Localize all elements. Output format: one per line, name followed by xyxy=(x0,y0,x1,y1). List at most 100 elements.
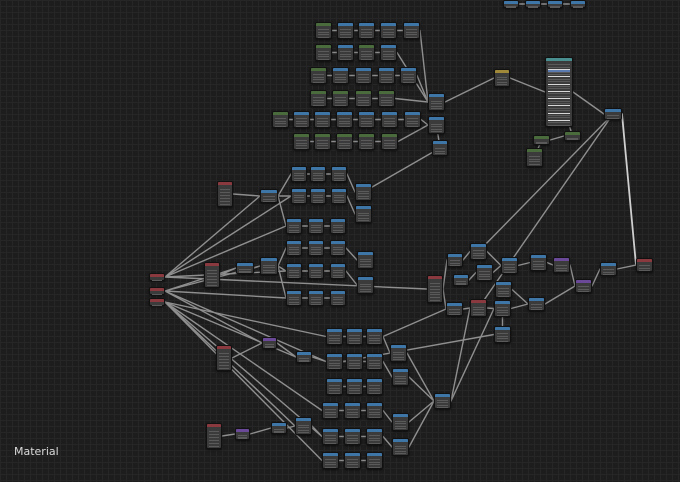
shader-node[interactable] xyxy=(495,281,512,298)
shader-node[interactable] xyxy=(286,290,302,306)
shader-node[interactable] xyxy=(344,402,361,419)
shader-node[interactable] xyxy=(310,188,326,204)
shader-node[interactable] xyxy=(308,263,324,279)
shader-node[interactable] xyxy=(332,67,349,84)
shader-node[interactable] xyxy=(366,452,383,469)
shader-node[interactable] xyxy=(381,111,398,128)
shader-node[interactable] xyxy=(355,67,372,84)
shader-node[interactable] xyxy=(322,428,339,445)
shader-node[interactable] xyxy=(326,353,343,370)
shader-node[interactable] xyxy=(271,422,287,434)
shader-node[interactable] xyxy=(314,111,331,128)
shader-node[interactable] xyxy=(432,140,448,156)
shader-node[interactable] xyxy=(286,263,302,279)
shader-node[interactable] xyxy=(357,276,374,294)
shader-node[interactable] xyxy=(326,328,343,345)
shader-node[interactable] xyxy=(308,240,324,256)
shader-node[interactable] xyxy=(434,393,451,409)
shader-node[interactable] xyxy=(428,116,445,134)
shader-node[interactable] xyxy=(336,111,353,128)
shader-node[interactable] xyxy=(470,299,487,317)
shader-node[interactable] xyxy=(366,428,383,445)
shader-node[interactable] xyxy=(530,254,547,271)
shader-node[interactable] xyxy=(149,287,165,295)
shader-node[interactable] xyxy=(380,44,397,61)
shader-node[interactable] xyxy=(315,44,332,61)
shader-node[interactable] xyxy=(293,133,310,150)
shader-node[interactable] xyxy=(358,111,375,128)
shader-node[interactable] xyxy=(236,262,254,274)
shader-node[interactable] xyxy=(330,290,346,306)
shader-node[interactable] xyxy=(216,345,232,371)
shader-node[interactable] xyxy=(400,67,417,84)
shader-node[interactable] xyxy=(337,22,354,39)
shader-node[interactable] xyxy=(330,218,346,234)
shader-node[interactable] xyxy=(310,166,326,182)
shader-node[interactable] xyxy=(378,67,395,84)
shader-node[interactable] xyxy=(378,90,395,107)
shader-node[interactable] xyxy=(404,111,421,128)
shader-node[interactable] xyxy=(344,428,361,445)
shader-node[interactable] xyxy=(447,253,463,267)
shader-node[interactable] xyxy=(330,263,346,279)
shader-node[interactable] xyxy=(330,240,346,256)
shader-node[interactable] xyxy=(358,133,375,150)
shader-node[interactable] xyxy=(547,0,563,8)
shader-node[interactable] xyxy=(501,257,518,274)
shader-node[interactable] xyxy=(503,0,519,8)
shader-node[interactable] xyxy=(346,353,363,370)
shader-node[interactable] xyxy=(346,328,363,345)
shader-node[interactable] xyxy=(380,22,397,39)
shader-node[interactable] xyxy=(331,188,347,204)
shader-node[interactable] xyxy=(403,22,420,39)
shader-node[interactable] xyxy=(525,0,541,8)
shader-node[interactable] xyxy=(366,378,383,395)
shader-node[interactable] xyxy=(494,300,511,317)
shader-node[interactable] xyxy=(358,22,375,39)
shader-node[interactable] xyxy=(286,218,302,234)
shader-node[interactable] xyxy=(545,57,573,127)
shader-node[interactable] xyxy=(357,251,374,269)
shader-node[interactable] xyxy=(570,0,586,8)
shader-node[interactable] xyxy=(355,205,372,223)
shader-node[interactable] xyxy=(564,131,581,141)
shader-node[interactable] xyxy=(453,274,469,286)
shader-node[interactable] xyxy=(272,111,289,128)
shader-node[interactable] xyxy=(295,417,312,435)
shader-node[interactable] xyxy=(470,243,487,260)
shader-node[interactable] xyxy=(310,67,327,84)
shader-node[interactable] xyxy=(575,279,592,293)
shader-node[interactable] xyxy=(337,44,354,61)
shader-node[interactable] xyxy=(344,452,361,469)
shader-node[interactable] xyxy=(553,257,570,273)
shader-node[interactable] xyxy=(390,344,407,362)
shader-node[interactable] xyxy=(392,413,409,431)
shader-node[interactable] xyxy=(346,378,363,395)
shader-node[interactable] xyxy=(533,135,550,145)
shader-node[interactable] xyxy=(392,368,409,386)
shader-node[interactable] xyxy=(358,44,375,61)
shader-node[interactable] xyxy=(291,188,307,204)
shader-node[interactable] xyxy=(260,189,278,203)
shader-node[interactable] xyxy=(291,166,307,182)
shader-node[interactable] xyxy=(526,148,543,167)
shader-node[interactable] xyxy=(355,183,372,201)
shader-node[interactable] xyxy=(446,302,463,316)
shader-node[interactable] xyxy=(336,133,353,150)
shader-node[interactable] xyxy=(427,275,443,303)
shader-node[interactable] xyxy=(260,257,278,275)
shader-node[interactable] xyxy=(476,264,493,281)
shader-node[interactable] xyxy=(308,218,324,234)
shader-node[interactable] xyxy=(322,402,339,419)
shader-node[interactable] xyxy=(149,273,165,281)
shader-node[interactable] xyxy=(315,22,332,39)
shader-node[interactable] xyxy=(235,428,250,440)
shader-node[interactable] xyxy=(332,90,349,107)
shader-node[interactable] xyxy=(494,326,511,343)
shader-node[interactable] xyxy=(392,438,409,456)
shader-node[interactable] xyxy=(314,133,331,150)
shader-node[interactable] xyxy=(366,402,383,419)
shader-node[interactable] xyxy=(636,258,653,272)
shader-node[interactable] xyxy=(308,290,324,306)
